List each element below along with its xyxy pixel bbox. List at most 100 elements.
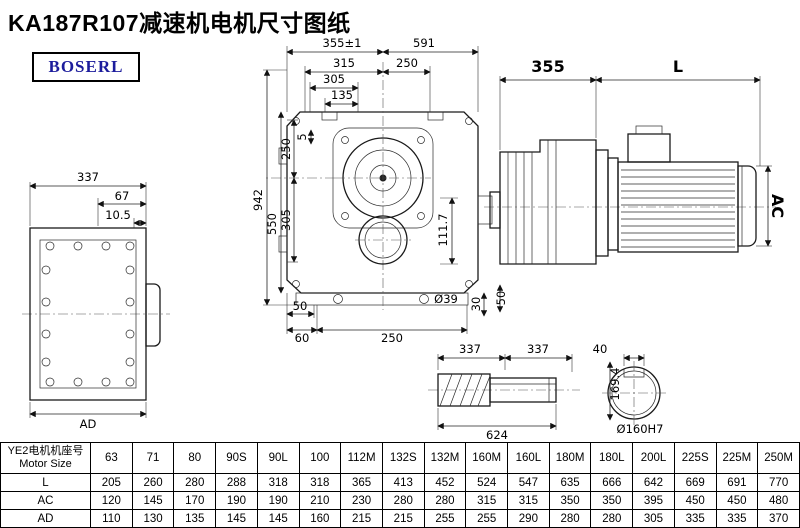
table-cell: 110 xyxy=(90,509,133,528)
table-cell: 215 xyxy=(340,509,383,528)
dim-169-4: 169.4 xyxy=(608,368,622,401)
table-cell: 135 xyxy=(173,509,217,528)
table-cell: 160 xyxy=(298,509,342,528)
dim-250-bottom: 250 xyxy=(381,331,403,345)
dim-5: 5 xyxy=(295,133,309,140)
frame-size-header: 132M xyxy=(423,442,467,474)
table-cell: 255 xyxy=(423,509,467,528)
table-cell: 280 xyxy=(590,509,634,528)
frame-size-header: 250M xyxy=(757,442,800,474)
table-cell: 370 xyxy=(757,509,800,528)
frame-size-header: 71 xyxy=(131,442,175,474)
frame-size-header: 132S xyxy=(381,442,425,474)
table-cell: 524 xyxy=(465,473,509,492)
motor-size-header-en: Motor Size xyxy=(19,458,72,470)
frame-size-header: 200L xyxy=(632,442,675,474)
table-cell: 280 xyxy=(548,509,592,528)
table-cell: 205 xyxy=(90,473,133,492)
table-cell: 666 xyxy=(590,473,634,492)
side-view: 337 67 10.5 AD xyxy=(22,170,170,431)
dim-337-a: 337 xyxy=(459,342,481,356)
dim-30: 30 xyxy=(469,297,483,312)
table-cell: 669 xyxy=(673,473,717,492)
table-cell: 335 xyxy=(715,509,759,528)
frame-size-header: 80 xyxy=(173,442,217,474)
frame-size-header: 90L xyxy=(256,442,300,474)
table-cell: 280 xyxy=(173,473,217,492)
table-cell: 145 xyxy=(131,491,175,510)
frame-size-header: 180M xyxy=(548,442,592,474)
table-cell: 413 xyxy=(381,473,425,492)
frame-size-header: 225M xyxy=(715,442,759,474)
table-cell: 190 xyxy=(215,491,258,510)
page-title: KA187R107减速机电机尺寸图纸 xyxy=(8,10,351,36)
dim-50-right: 50 xyxy=(494,291,508,306)
table-cell: 318 xyxy=(256,473,300,492)
terminal-box xyxy=(627,133,671,163)
dim-67: 67 xyxy=(115,189,130,203)
frame-size-header: 63 xyxy=(90,442,133,474)
table-cell: 691 xyxy=(715,473,759,492)
table-cell: 170 xyxy=(173,491,217,510)
table-cell: 547 xyxy=(507,473,550,492)
motor-size-header-cn: YE2电机机座号 xyxy=(7,445,84,457)
dim-591: 591 xyxy=(413,36,435,50)
dim-315: 315 xyxy=(333,56,355,70)
dim-337-b: 337 xyxy=(527,342,549,356)
dim-10-5: 10.5 xyxy=(105,208,131,222)
motor-fins xyxy=(621,169,735,248)
table-cell: 318 xyxy=(298,473,342,492)
dim-dia39: Ø39 xyxy=(434,292,458,306)
table-cell: 288 xyxy=(215,473,258,492)
table-cell: 215 xyxy=(381,509,425,528)
front-view: 355±1 591 315 250 305 135 250 5 305 550 … xyxy=(251,36,508,345)
table-cell: 635 xyxy=(548,473,592,492)
table-cell: 452 xyxy=(423,473,467,492)
dim-ad: AD xyxy=(80,417,97,431)
dim-40: 40 xyxy=(593,342,608,356)
table-cell: 365 xyxy=(340,473,383,492)
row-label: AD xyxy=(0,509,91,528)
table-cell: 230 xyxy=(340,491,383,510)
frame-size-header: 100 xyxy=(298,442,342,474)
dim-250-top: 250 xyxy=(396,56,418,70)
dim-337-side: 337 xyxy=(77,170,99,184)
table-cell: 280 xyxy=(381,491,425,510)
table-cell: 335 xyxy=(673,509,717,528)
technical-drawing: 337 67 10.5 AD xyxy=(22,36,787,442)
table-cell: 450 xyxy=(715,491,759,510)
table-cell: 210 xyxy=(298,491,342,510)
table-cell: 770 xyxy=(757,473,800,492)
table-cell: 130 xyxy=(131,509,175,528)
table-cell: 190 xyxy=(256,491,300,510)
bolt-holes xyxy=(41,241,135,387)
table-cell: 280 xyxy=(423,491,467,510)
table-cell: 395 xyxy=(632,491,675,510)
table-cell: 145 xyxy=(256,509,300,528)
table-cell: 480 xyxy=(757,491,800,510)
table-cell: 305 xyxy=(632,509,675,528)
logo-text: BOSERL xyxy=(48,57,124,76)
table-cell: 450 xyxy=(673,491,717,510)
frame-size-header: 225S xyxy=(673,442,717,474)
table-cell: 145 xyxy=(215,509,258,528)
table-cell: 120 xyxy=(90,491,133,510)
table-cell: 350 xyxy=(590,491,634,510)
row-label: AC xyxy=(0,491,91,510)
table-cell: 255 xyxy=(465,509,509,528)
shaft-detail-view: 337 337 40 169.4 624 Ø160H7 xyxy=(428,342,666,442)
frame-size-header: 112M xyxy=(340,442,383,474)
hatching xyxy=(439,373,491,407)
table-cell: 350 xyxy=(548,491,592,510)
table-cell: 315 xyxy=(465,491,509,510)
dim-355-right: 355 xyxy=(531,57,564,76)
row-label: L xyxy=(0,473,91,492)
dim-135: 135 xyxy=(331,88,353,102)
table-cell: 290 xyxy=(507,509,550,528)
dim-111-7: 111.7 xyxy=(436,214,450,247)
